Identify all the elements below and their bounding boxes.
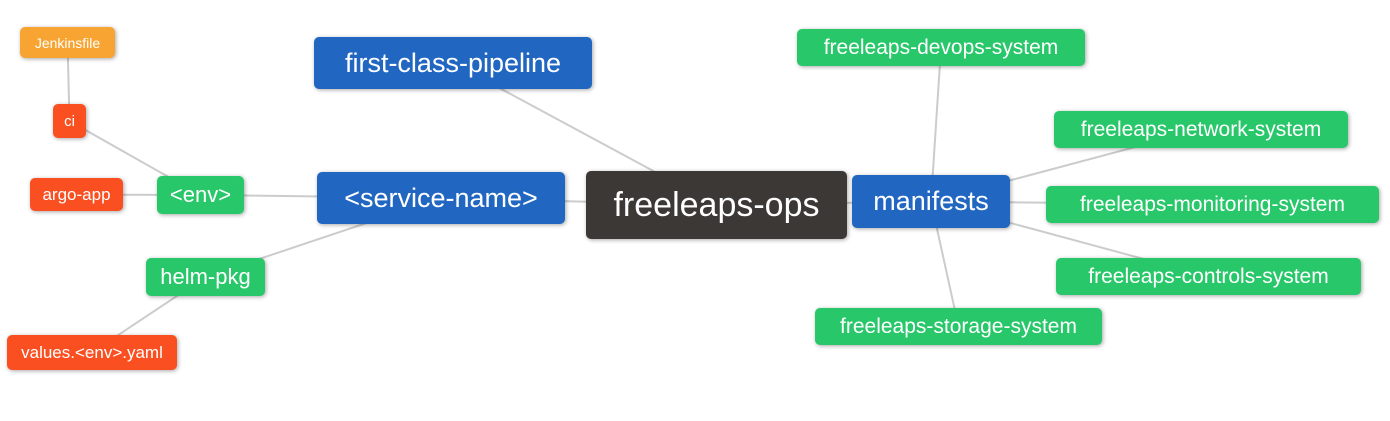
node-argo-app[interactable]: argo-app [30,178,123,211]
node-ci[interactable]: ci [53,104,86,138]
node-freeleaps-ops[interactable]: freeleaps-ops [586,171,847,239]
node-freeleaps-devops-system[interactable]: freeleaps-devops-system [797,29,1085,66]
node-first-class-pipeline[interactable]: first-class-pipeline [314,37,592,89]
node-helm-pkg[interactable]: helm-pkg [146,258,265,296]
node-freeleaps-storage-system[interactable]: freeleaps-storage-system [815,308,1102,345]
node-values-env-yaml[interactable]: values.<env>.yaml [7,335,177,370]
node-manifests[interactable]: manifests [852,175,1010,228]
node-jenkinsfile[interactable]: Jenkinsfile [20,27,115,58]
node-freeleaps-monitoring-system[interactable]: freeleaps-monitoring-system [1046,186,1379,223]
node-env[interactable]: <env> [157,176,244,214]
node-freeleaps-network-system[interactable]: freeleaps-network-system [1054,111,1348,148]
node-service-name[interactable]: <service-name> [317,172,565,224]
node-freeleaps-controls-system[interactable]: freeleaps-controls-system [1056,258,1361,295]
